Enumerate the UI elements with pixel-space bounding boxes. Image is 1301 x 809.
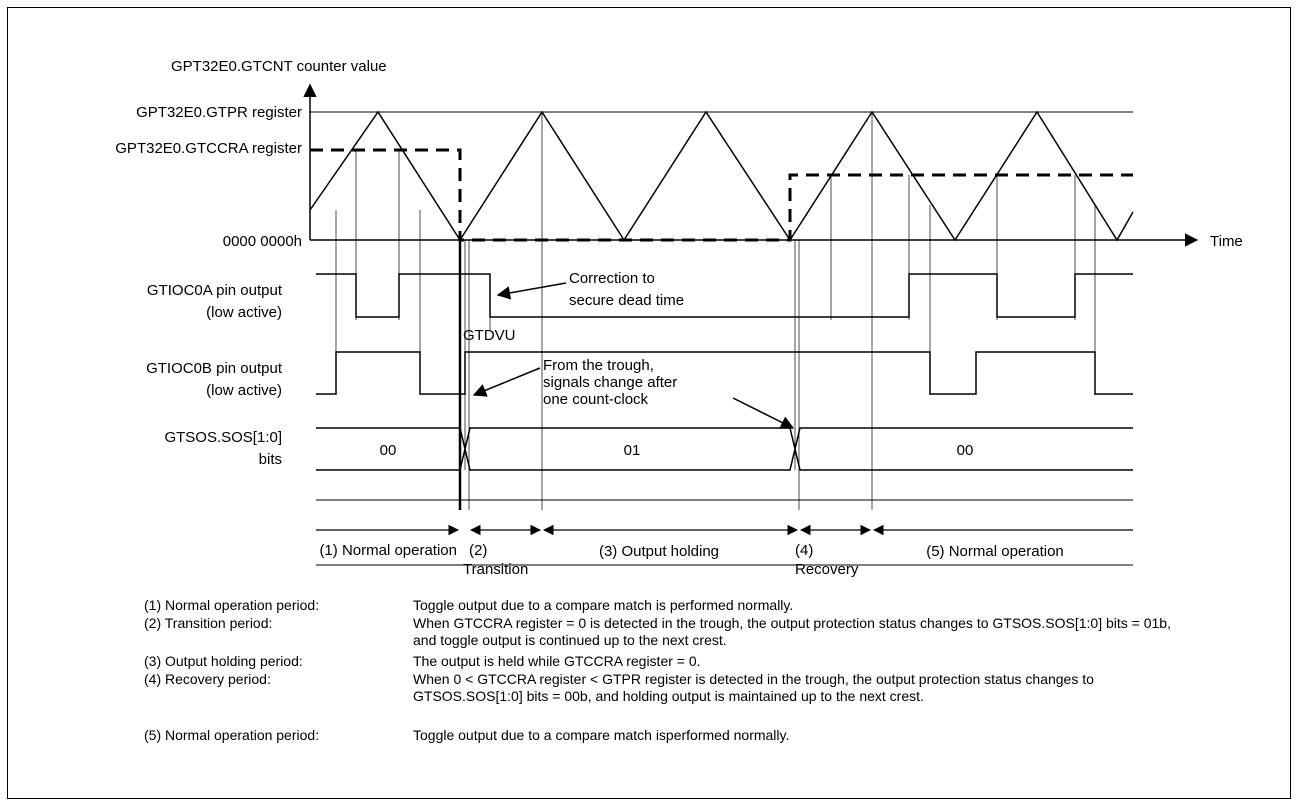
gtioc0b-label: GTIOC0B pin output [146,360,283,377]
gtdvu-label: GTDVU [463,327,516,344]
trough-arrow-left [472,367,541,397]
trough-arrow-right [732,397,795,429]
legend-term: (5) Normal operation period: [144,727,320,743]
sos-value-3: 00 [957,442,974,459]
gtioc0a-sublabel: (low active) [206,304,282,321]
gtioc0b-waveform [316,351,1133,395]
legend-term: (2) Transition period: [144,615,273,631]
gtioc0b-sublabel: (low active) [206,382,282,399]
period-label-4-name: Recovery [795,561,859,578]
trough-note-line1: From the trough, [543,357,654,374]
gtccra-compare-level [310,148,1133,242]
trough-note-line3: one count-clock [543,391,649,408]
legend-desc: When GTCCRA register = 0 is detected in … [413,615,1171,648]
gtioc0a-label: GTIOC0A pin output [147,282,283,299]
correction-note-line2: secure dead time [569,292,684,309]
legend-desc: The output is held while GTCCRA register… [413,653,701,669]
sos-label: GTSOS.SOS[1:0] [164,429,282,446]
gtioc0a-waveform [316,273,1133,318]
trough-note-line2: signals change after [543,374,677,391]
legend-desc: Toggle output due to a compare match isp… [413,727,790,743]
correction-note-line1: Correction to [569,270,655,287]
period-label-5: (5) Normal operation [926,543,1064,560]
gtccra-label: GPT32E0.GTCCRA register [115,140,302,157]
y-axis-title: GPT32E0.GTCNT counter value [171,58,387,75]
period-label-4-num: (4) [795,542,813,559]
sos-value-2: 01 [624,442,641,459]
legend-desc: When 0 < GTCCRA register < GTPR register… [413,671,1094,704]
sos-value-1: 00 [380,442,397,459]
legend-term: (4) Recovery period: [144,671,271,687]
legend-term: (3) Output holding period: [144,653,303,669]
zero-label: 0000 0000h [223,233,302,250]
compare-match-guides [335,112,1096,510]
period-label-2-num: (2) [469,542,487,559]
period-label-1: (1) Normal operation [319,542,457,559]
sos-sublabel: bits [259,451,282,468]
sos-bus-waveform [316,427,1133,471]
period-label-3: (3) Output holding [599,543,719,560]
legend-term: (1) Normal operation period: [144,597,320,613]
counter-waveform [309,110,1134,242]
figure-frame [7,7,1291,799]
gtpr-label: GPT32E0.GTPR register [136,104,302,121]
legend-desc: Toggle output due to a compare match is … [413,597,794,613]
correction-arrow [496,282,567,300]
x-axis-title: Time [1210,233,1243,250]
period-label-2-name: Transition [463,561,528,578]
